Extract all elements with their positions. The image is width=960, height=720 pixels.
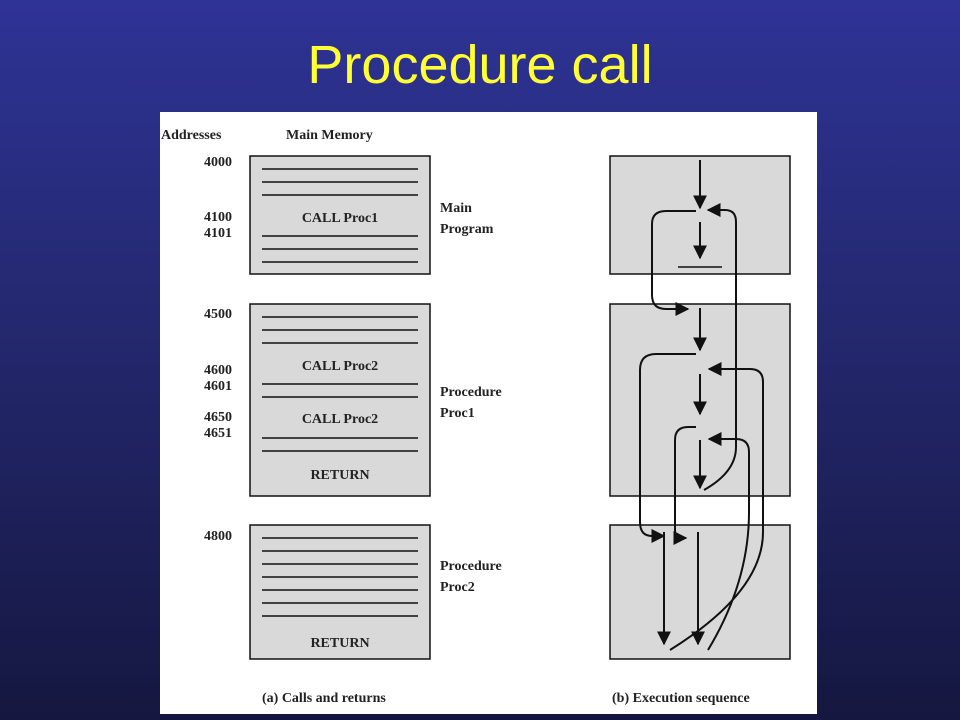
main-program-label-line2: Program xyxy=(440,222,494,237)
call-proc2-label-a: CALL Proc2 xyxy=(302,359,378,374)
exec-arrow-return-main xyxy=(703,203,737,491)
exec-arrow-call-proc2-b xyxy=(673,426,696,545)
return-proc1-label: RETURN xyxy=(310,468,369,483)
address-4800: 4800 xyxy=(204,529,232,544)
exec-arrow-return-proc1-a xyxy=(669,362,764,651)
exec-arrow-call-proc2-a xyxy=(639,353,696,543)
proc2-memory-block: RETURN xyxy=(249,524,431,660)
address-4000: 4000 xyxy=(204,155,232,170)
proc2-label-line1: Procedure xyxy=(440,559,502,574)
address-4500: 4500 xyxy=(204,307,232,322)
address-4650: 4650 xyxy=(204,410,232,425)
address-4101: 4101 xyxy=(204,226,232,241)
figure-diagram: Addresses Main Memory 4000 4100 4101 450… xyxy=(161,128,791,706)
proc1-memory-block: CALL Proc2 CALL Proc2 RETURN xyxy=(249,303,431,497)
caption-execution-sequence: (b) Execution sequence xyxy=(612,691,750,706)
proc1-label-line1: Procedure xyxy=(440,385,502,400)
call-proc2-label-b: CALL Proc2 xyxy=(302,412,378,427)
addresses-header: Addresses xyxy=(161,128,222,143)
proc1-label-line2: Proc1 xyxy=(440,406,475,421)
procedure-call-figure: Addresses Main Memory 4000 4100 4101 450… xyxy=(160,112,817,714)
main-memory-header: Main Memory xyxy=(286,128,373,143)
address-4600: 4600 xyxy=(204,363,232,378)
address-4100: 4100 xyxy=(204,210,232,225)
proc2-label-line2: Proc2 xyxy=(440,580,475,595)
address-4601: 4601 xyxy=(204,379,232,394)
caption-calls-and-returns: (a) Calls and returns xyxy=(262,691,386,706)
exec-arrow-return-proc1-b xyxy=(707,432,750,651)
execution-arrows xyxy=(639,160,764,651)
call-proc1-label: CALL Proc1 xyxy=(302,211,378,226)
return-proc2-label: RETURN xyxy=(310,636,369,651)
main-program-label-line1: Main xyxy=(440,201,472,216)
exec-proc2-box xyxy=(609,524,791,660)
exec-arrow-call-proc1 xyxy=(651,210,696,316)
slide-title: Procedure call xyxy=(307,35,653,95)
address-4651: 4651 xyxy=(204,426,232,441)
main-program-memory-block: CALL Proc1 xyxy=(249,155,431,275)
